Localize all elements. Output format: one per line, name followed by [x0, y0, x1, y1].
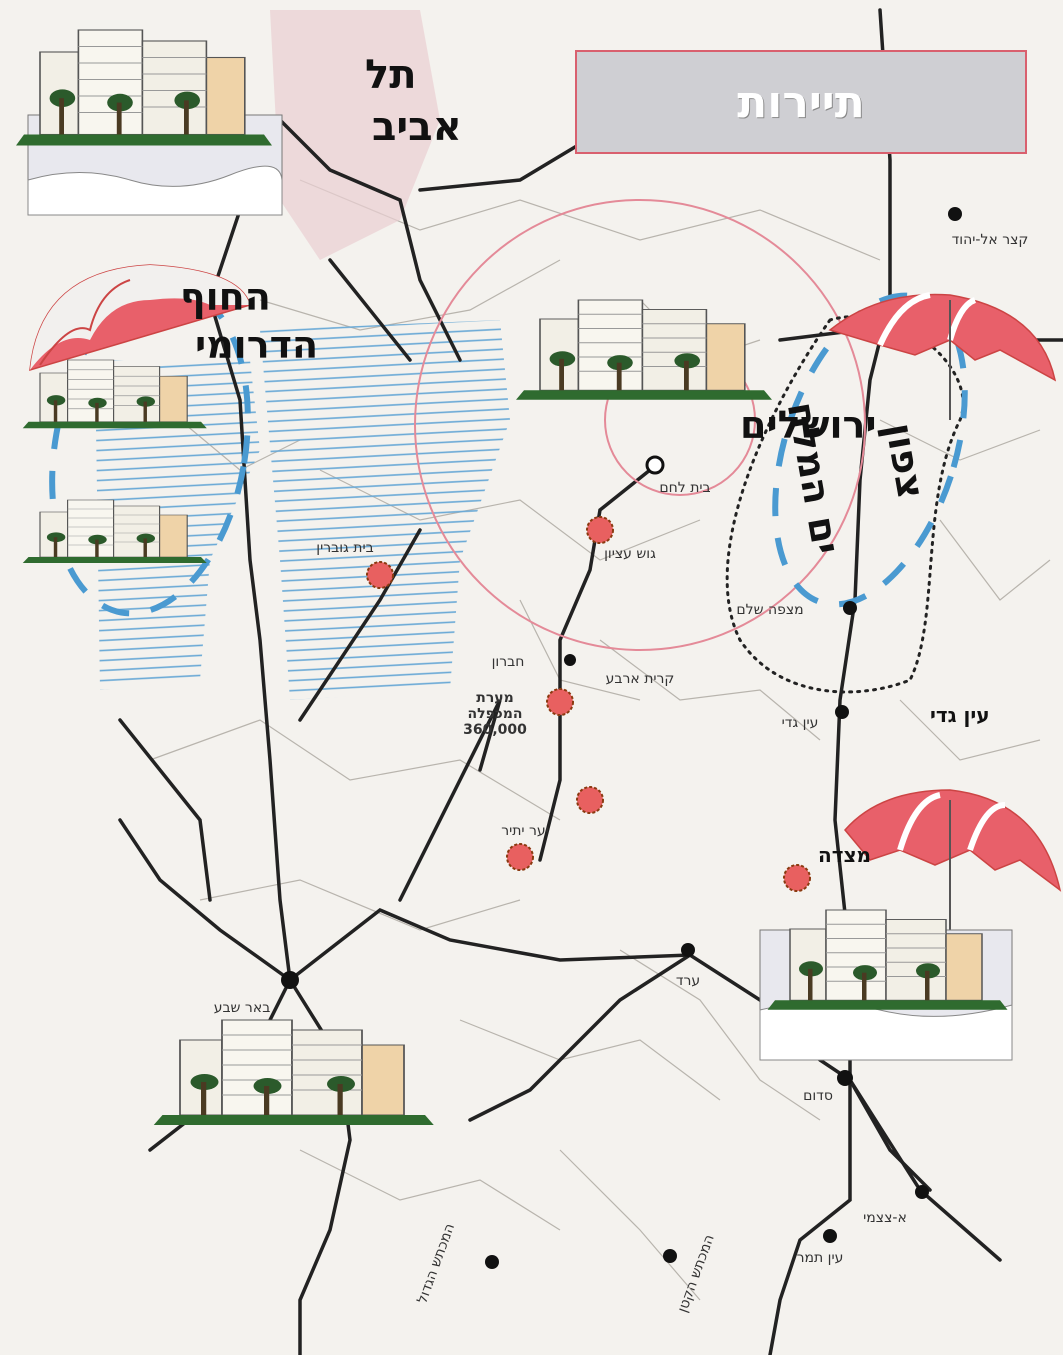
label-hebron: חברון	[492, 654, 525, 670]
hatched-area-center	[260, 320, 510, 700]
label-mitzpe-shalem: מצפה שלם	[736, 602, 803, 618]
label-kasr-al-yahud: קצר אל-יהוד	[952, 232, 1029, 248]
hotel-icon-masada	[759, 909, 1013, 1061]
umbrella-icon-north-dead-sea	[828, 292, 1057, 420]
label-tel-aviv-1: תל	[365, 52, 417, 98]
title-box: תיירות	[575, 50, 1027, 154]
annotation-line2: המכפלה	[468, 706, 523, 722]
hotel-icon-tel-aviv	[15, 29, 283, 216]
label-jerusalem: ירושלים	[740, 403, 877, 447]
label-kiryat-arba: קרית ארבע	[606, 671, 675, 687]
dead-sea-dotted-area	[725, 315, 965, 694]
label-makhtesh-gadol: המכתש הגדול	[414, 1221, 458, 1305]
label-sodom: סדום	[803, 1088, 833, 1104]
label-southern-coast-2: הדרומי	[195, 323, 318, 367]
umbrella-icon-southern-coast	[29, 264, 251, 372]
label-beer-sheva: באר שבע	[214, 1000, 271, 1016]
label-ein-gedi: עין גדי	[930, 703, 990, 727]
label-north-dead-sea-1: צפון	[877, 420, 934, 502]
label-beit-guvrin: בית גוברין	[316, 540, 373, 556]
label-bethlehem: בית לחם	[659, 480, 710, 496]
makhpela-annotation: מערת המכפלה 360,000	[463, 690, 527, 738]
annotation-line1: מערת	[476, 690, 513, 706]
label-southern-coast-1: החוף	[180, 275, 271, 319]
hotel-icon-jerusalem	[515, 299, 773, 401]
annotation-value: 360,000	[463, 722, 527, 738]
umbrella-icon-masada	[844, 789, 1062, 930]
label-gush-etzion: גוש עציון	[604, 546, 656, 562]
label-tel-aviv-2: אביב	[372, 104, 462, 150]
jerusalem-outer-circle	[414, 199, 866, 651]
north-dead-sea-ellipse	[772, 292, 968, 608]
label-ein-gedi-small: עין גדי	[782, 715, 819, 731]
label-makhtesh-katan: המכתש הקטן	[675, 1233, 718, 1315]
label-hatzeva: א-צצמי	[863, 1210, 907, 1226]
hotel-icon-beer-sheva	[152, 1019, 435, 1126]
label-yaar-yatir: יער יתיר	[501, 823, 549, 839]
label-arad: ערד	[676, 973, 700, 989]
place-dots	[281, 207, 962, 1269]
label-masada: מצדה	[818, 843, 871, 867]
major-roads	[118, 8, 1063, 1355]
map-title: תיירות	[737, 76, 865, 128]
label-ein-tamar: עין תמר	[797, 1250, 844, 1266]
bethlehem-ring	[645, 455, 665, 475]
